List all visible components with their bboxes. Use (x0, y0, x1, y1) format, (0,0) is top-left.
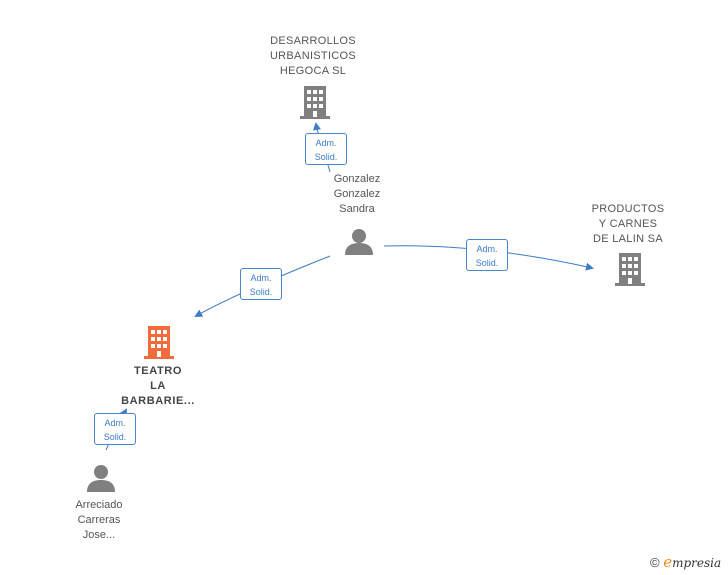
badge-line: Solid. (475, 258, 499, 268)
label-line: HEGOCA SL (279, 65, 347, 77)
building-icon[interactable] (300, 86, 330, 119)
building-icon[interactable] (615, 253, 645, 286)
brand-footer: © empresia (650, 553, 721, 571)
badge-line: Solid. (314, 152, 338, 162)
node-label-productos[interactable]: PRODUCTOS Y CARNES DE LALIN SA (580, 202, 676, 247)
label-line: Carreras (77, 514, 121, 526)
label-line: BARBARIE... (121, 395, 195, 407)
node-label-teatro[interactable]: TEATRO LA BARBARIE... (110, 364, 206, 409)
badge-line: Adm. (104, 418, 126, 428)
label-line: DE LALIN SA (593, 233, 663, 245)
badge-line: Solid. (103, 432, 127, 442)
edge-badge-gonzalez-desarrollos[interactable]: Adm. Solid. (305, 133, 347, 165)
badge-line: Adm. (250, 273, 272, 283)
label-line: Jose... (82, 529, 116, 541)
node-label-gonzalez[interactable]: Gonzalez Gonzalez Sandra (318, 172, 396, 217)
label-line: Gonzalez (333, 173, 381, 185)
node-label-arreciado[interactable]: Arreciado Carreras Jose... (58, 498, 140, 543)
person-icon[interactable] (87, 465, 115, 492)
building-icon-focus[interactable] (144, 326, 174, 359)
person-icon[interactable] (345, 229, 373, 255)
label-line: PRODUCTOS (591, 203, 665, 215)
label-line: DESARROLLOS (270, 35, 356, 47)
edge-badge-arreciado-teatro[interactable]: Adm. Solid. (94, 413, 136, 445)
copyright-icon: © (650, 555, 660, 570)
label-line: TEATRO (133, 365, 182, 377)
label-line: Gonzalez (333, 188, 381, 200)
node-label-desarrollos[interactable]: DESARROLLOS URBANISTICOS HEGOCA SL (258, 34, 368, 79)
label-line: Y CARNES (598, 218, 658, 230)
badge-line: Adm. (315, 138, 337, 148)
badge-line: Solid. (249, 287, 273, 297)
label-line: URBANISTICOS (269, 50, 357, 62)
label-line: LA (150, 380, 166, 392)
edge-badge-gonzalez-teatro[interactable]: Adm. Solid. (240, 268, 282, 300)
brand-logo-initial: e (663, 553, 673, 571)
brand-logo-text: mpresia (672, 556, 722, 570)
label-line: Sandra (339, 203, 375, 215)
edge-badge-gonzalez-productos[interactable]: Adm. Solid. (466, 239, 508, 271)
badge-line: Adm. (476, 244, 498, 254)
label-line: Arreciado (75, 499, 123, 511)
